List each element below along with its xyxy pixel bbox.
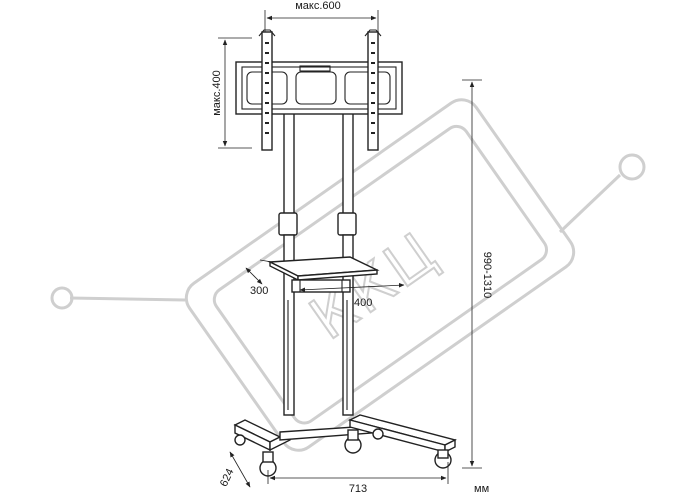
vesa-bracket xyxy=(235,29,403,151)
bracket-width-label: макс.600 xyxy=(295,0,341,12)
columns xyxy=(278,104,357,416)
base-width-label: 713 xyxy=(349,483,367,495)
bracket-height-label: макс.400 xyxy=(211,70,223,116)
bracket-height-dimension: макс.400 xyxy=(211,37,252,149)
base-depth-dimension: 624 xyxy=(218,451,251,489)
base-depth-label: 624 xyxy=(218,467,237,489)
bracket-width-dimension: макс.600 xyxy=(264,0,379,40)
height-label: 990-1310 xyxy=(481,252,493,299)
height-dimension: 990-1310 xyxy=(462,79,493,469)
base-width-dimension: 713 xyxy=(267,462,449,495)
shelf-width-label: 400 xyxy=(354,297,372,309)
shelf-depth-dimension: 300 xyxy=(245,259,273,297)
units-label: мм xyxy=(474,483,489,495)
shelf-depth-label: 300 xyxy=(250,285,268,297)
base xyxy=(233,414,457,477)
shelf-width-dimension: 400 xyxy=(299,283,405,309)
